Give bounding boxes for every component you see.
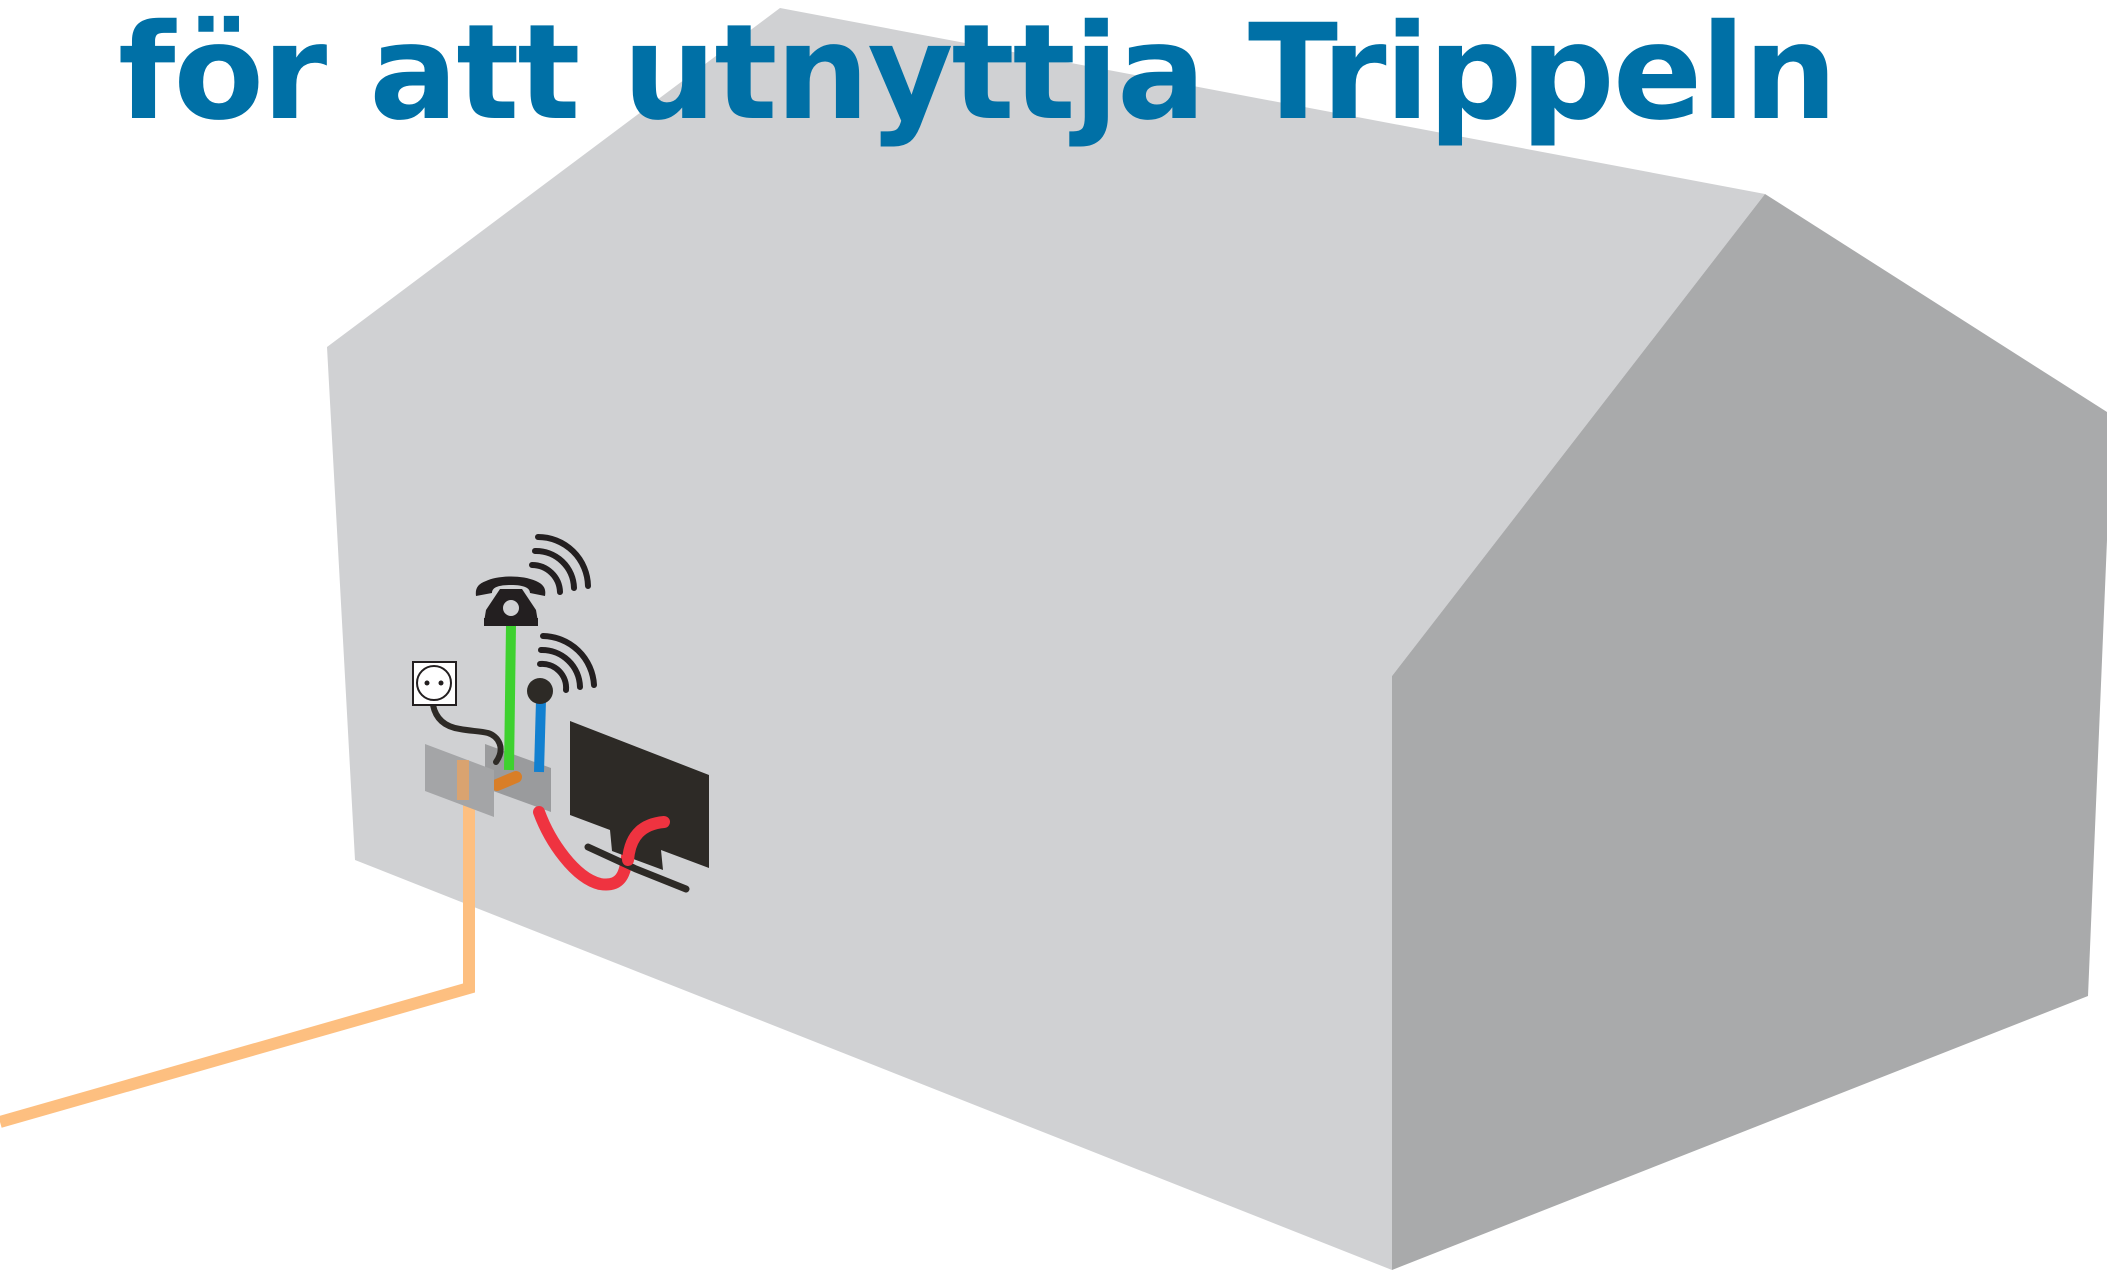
power-cord bbox=[430, 702, 504, 765]
phone-line bbox=[504, 624, 516, 771]
page-title: för att utnyttja Trippeln bbox=[118, 0, 1838, 150]
house-side-wall bbox=[1392, 194, 2107, 1270]
tv-screen bbox=[570, 721, 709, 870]
wifi-signal-icon bbox=[529, 534, 591, 595]
telephone-icon bbox=[475, 576, 546, 626]
power-socket-icon bbox=[412, 661, 457, 706]
fiber-connector bbox=[491, 771, 522, 791]
house-front-wall bbox=[327, 8, 1765, 1270]
tv-stand bbox=[584, 843, 690, 893]
wifi-access-point-icon bbox=[527, 633, 597, 704]
fiber-cable bbox=[0, 793, 475, 1128]
tv-cable-end bbox=[622, 816, 670, 866]
wifi-line bbox=[534, 699, 546, 773]
